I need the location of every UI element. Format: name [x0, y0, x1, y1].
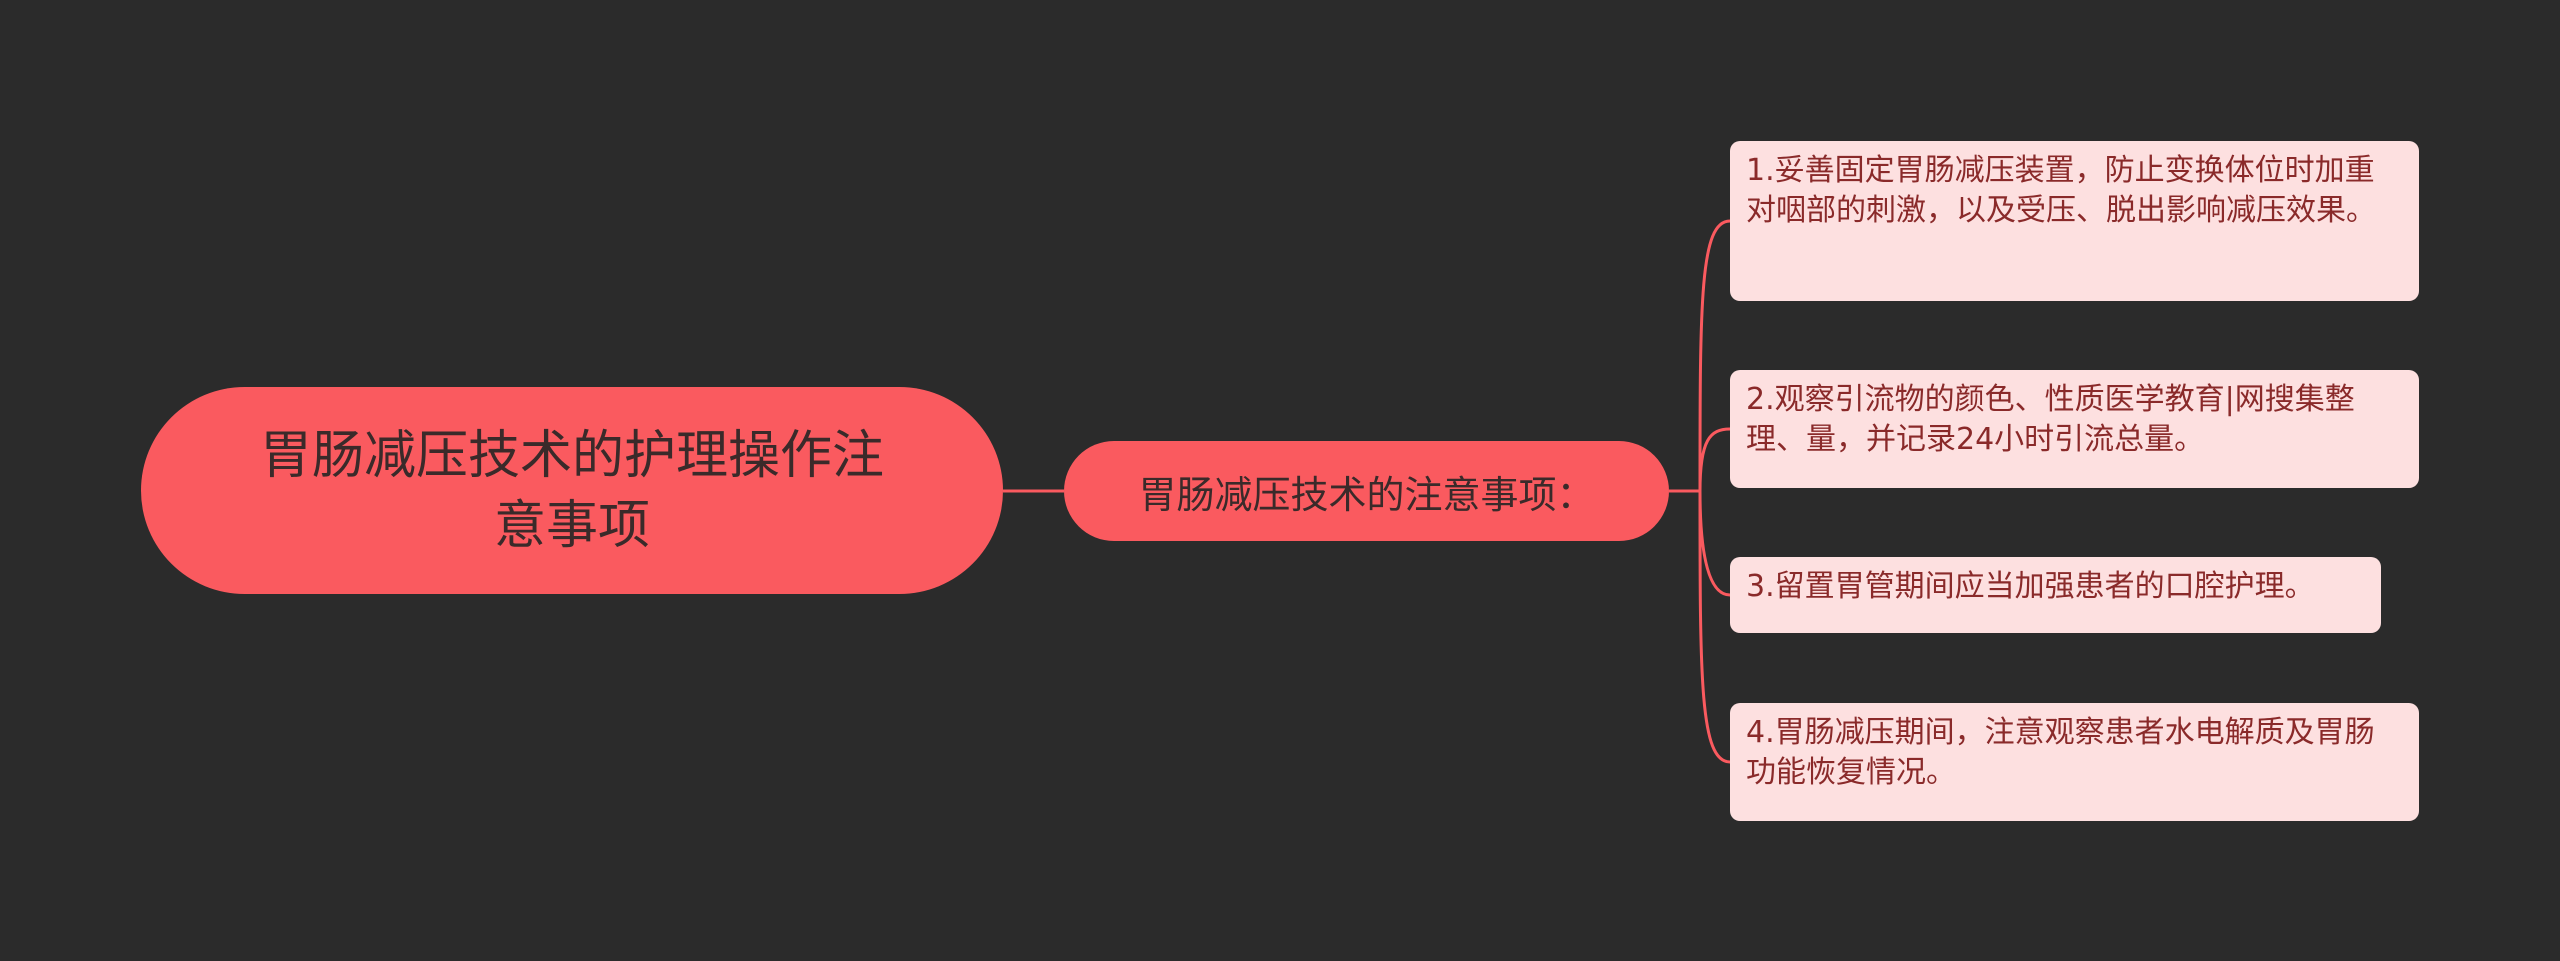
connector-leaf-4: [1698, 490, 1731, 764]
leaf-node-label: 1.妥善固定胃肠减压装置，防止变换体位时加重对咽部的刺激，以及受压、脱出影响减压…: [1746, 153, 2376, 228]
leaf-node-4[interactable]: 4.胃肠减压期间，注意观察患者水电解质及胃肠功能恢复情况。: [1730, 703, 2419, 821]
leaf-node-2[interactable]: 2.观察引流物的颜色、性质医学教育|网搜集整理、量，并记录24小时引流总量。: [1730, 370, 2419, 488]
leaf-node-label: 3.留置胃管期间应当加强患者的口腔护理。: [1746, 569, 2315, 604]
leaf-node-3[interactable]: 3.留置胃管期间应当加强患者的口腔护理。: [1730, 557, 2381, 633]
connector-leaf-1: [1698, 219, 1731, 492]
branch-node[interactable]: 胃肠减压技术的注意事项：: [1064, 441, 1669, 541]
root-node-label: 胃肠减压技术的护理操作注意事项: [259, 425, 884, 556]
root-node[interactable]: 胃肠减压技术的护理操作注意事项: [141, 387, 1003, 594]
leaf-node-label: 2.观察引流物的颜色、性质医学教育|网搜集整理、量，并记录24小时引流总量。: [1746, 382, 2355, 457]
leaf-node-label: 4.胃肠减压期间，注意观察患者水电解质及胃肠功能恢复情况。: [1746, 715, 2375, 790]
connector-leaf-3: [1698, 490, 1731, 597]
leaf-node-1[interactable]: 1.妥善固定胃肠减压装置，防止变换体位时加重对咽部的刺激，以及受压、脱出影响减压…: [1730, 141, 2419, 301]
branch-node-label: 胃肠减压技术的注意事项：: [1138, 472, 1595, 517]
connector-leaf-2: [1698, 427, 1731, 492]
